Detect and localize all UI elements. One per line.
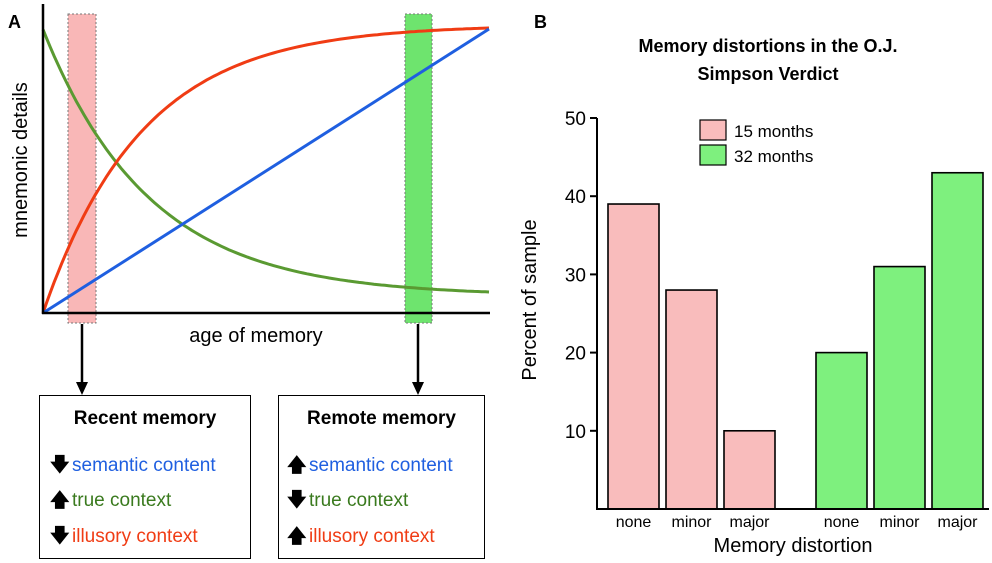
panel-a-y-axis-label: mnemonic details	[10, 82, 32, 238]
arrow-up-icon: 🡅	[50, 490, 70, 511]
x-category-labels: none minor major none minor major	[616, 514, 978, 531]
panel-b-x-axis-label: Memory distortion	[714, 535, 873, 557]
remote-true-text: true context	[309, 490, 409, 511]
arrow-down-icon: 🡇	[287, 490, 307, 511]
recent-memory-title: Recent memory	[73, 408, 217, 429]
remote-row-true: 🡇true context	[287, 486, 408, 518]
recent-row-true: 🡅true context	[50, 486, 171, 518]
y-tick-label: 40	[565, 187, 586, 208]
y-tick-label: 30	[565, 265, 586, 286]
y-ticks-group: 10 20 30 40 50	[565, 109, 597, 443]
y-tick-label: 20	[565, 344, 586, 365]
semantic-content-line	[42, 27, 490, 315]
remote-semantic-text: semantic content	[309, 455, 453, 476]
remote-memory-title: Remote memory	[307, 408, 456, 429]
remote-row-semantic: 🡅semantic content	[287, 451, 453, 483]
bar-15-months-none	[607, 203, 660, 510]
bar-15-months-major	[723, 429, 776, 510]
bar-15-months-minor	[665, 289, 718, 510]
recent-band	[67, 13, 97, 324]
x-category-label: minor	[671, 514, 712, 531]
recent-semantic-text: semantic content	[72, 455, 216, 476]
recent-illusory-text: illusory context	[72, 526, 198, 547]
recent-row-semantic: 🡇semantic content	[50, 451, 216, 483]
recent-true-text: true context	[72, 490, 172, 511]
panel-a-x-axis-label: age of memory	[189, 325, 322, 347]
y-tick-label: 50	[565, 109, 586, 130]
arrow-down-icon: 🡇	[50, 526, 70, 547]
arrow-down-icon: 🡇	[50, 455, 70, 476]
chart-title-line-2: Simpson Verdict	[697, 64, 838, 84]
illusory-context-curve	[41, 26, 490, 314]
bars-group	[607, 171, 984, 510]
panel-a-label: A	[8, 12, 21, 32]
chart-title-line-1: Memory distortions in the O.J.	[638, 36, 897, 56]
legend-label-15-months: 15 months	[734, 122, 813, 141]
true-context-curve	[41, 28, 490, 294]
x-category-label: none	[616, 514, 652, 531]
recent-row-illusory: 🡇illusory context	[50, 522, 198, 554]
arrow-up-icon: 🡅	[287, 526, 307, 547]
recent-arrow-head	[76, 382, 88, 395]
remote-row-illusory: 🡅illusory context	[287, 522, 435, 554]
legend-swatch-15-months	[699, 119, 727, 141]
bar-32-months-none	[815, 351, 868, 510]
remote-band	[404, 13, 433, 324]
bar-32-months-minor	[873, 265, 926, 510]
x-category-label: major	[729, 514, 770, 531]
recent-memory-box: Recent memory 🡇semantic content 🡅true co…	[39, 395, 251, 559]
remote-memory-box: Remote memory 🡅semantic content 🡇true co…	[278, 395, 485, 559]
x-category-label: none	[824, 514, 860, 531]
y-tick-label: 10	[565, 422, 586, 443]
legend-label-32-months: 32 months	[734, 147, 813, 166]
x-category-label: minor	[879, 514, 920, 531]
panel-b-label: B	[534, 12, 547, 32]
panel-b-y-axis-label: Percent of sample	[519, 219, 541, 380]
remote-illusory-text: illusory context	[309, 526, 435, 547]
legend-swatch-32-months	[699, 144, 727, 166]
x-category-label: major	[937, 514, 978, 531]
arrow-up-icon: 🡅	[287, 455, 307, 476]
remote-arrow-head	[412, 382, 424, 395]
bar-32-months-major	[931, 171, 984, 510]
